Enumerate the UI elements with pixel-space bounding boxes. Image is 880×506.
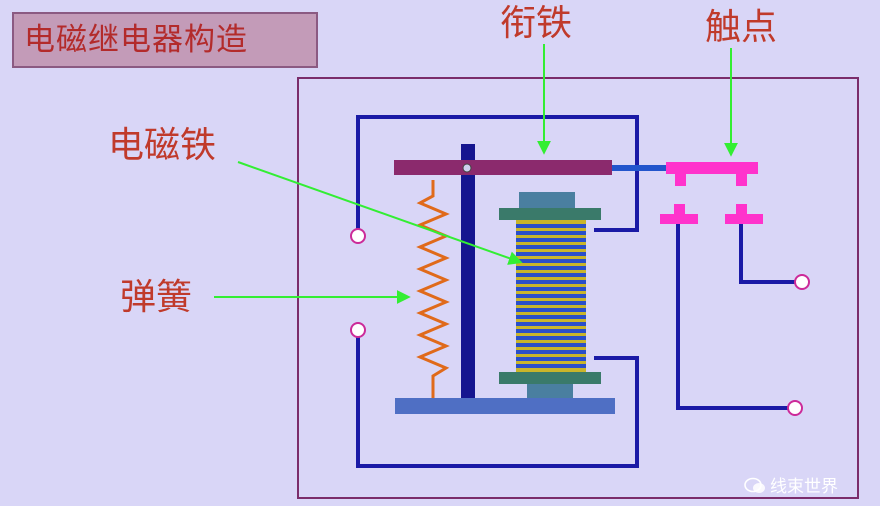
fixed-contact-right-tip [736,204,747,214]
coil-winding [516,287,586,291]
coil-winding [516,336,586,340]
armature-bar [394,160,612,175]
coil-winding [516,231,586,235]
flange-bottom [499,372,601,384]
core-top [519,192,575,210]
vertical-post [461,144,475,398]
outer-frame [297,77,859,499]
diagram-title: 电磁继电器构造 [12,12,318,68]
coil-winding [516,245,586,249]
coil-wire-top [356,115,639,232]
coil-winding [516,350,586,354]
fixed-contact-right [725,214,763,224]
coil-winding [516,301,586,305]
contact-wire-lower [676,224,788,410]
pointer-electromagnet [237,161,523,265]
label-electromagnet: 电磁铁 [108,125,217,166]
watermark-text: 线束世界 [770,477,838,497]
coil-winding [516,224,586,228]
coil-winding [516,322,586,326]
watermark: 线束世界 [744,472,838,497]
moving-contact-right [736,174,747,186]
coil-terminal-bottom [350,322,366,338]
coil-winding [516,280,586,284]
coil-winding [516,308,586,312]
coil-windings [516,224,586,368]
flange-top [499,208,601,220]
coil-terminal-top [350,228,366,244]
coil-winding [516,357,586,361]
coil-winding [516,273,586,277]
coil-winding [516,329,586,333]
coil-winding [516,364,586,368]
coil-winding [516,343,586,347]
fixed-contact-left [660,214,698,224]
coil-winding [516,315,586,319]
base-plate [395,398,615,414]
coil-winding [516,294,586,298]
contact-terminal-upper [794,274,810,290]
label-spring: 弹簧 [120,277,193,318]
chat-bubble-icon [744,477,765,493]
coil-winding [516,238,586,242]
fixed-contact-left-tip [674,204,685,214]
contact-bar [666,162,758,174]
spring [416,180,450,398]
coil-winding [516,266,586,270]
coil-wire-bottom [356,334,639,468]
moving-contact-left [675,174,686,186]
core-bottom [527,384,573,398]
coil-winding [516,259,586,263]
label-contact: 触点 [705,7,778,48]
contact-wire-upper [739,224,795,284]
coil-winding [516,252,586,256]
contact-terminal-lower [787,400,803,416]
armature-link [612,165,666,171]
armature-pivot [462,163,472,173]
label-armature: 衔铁 [500,3,573,44]
